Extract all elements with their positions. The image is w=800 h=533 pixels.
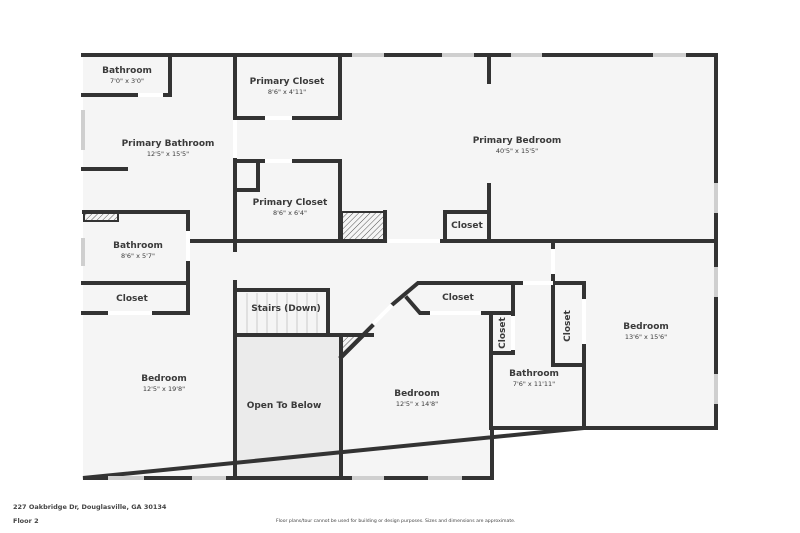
- room-label-bathroom-small: Bathroom: [102, 66, 152, 76]
- room-labels: Bathroom 7'0" x 3'0" Primary Closet 8'6"…: [102, 66, 669, 411]
- floor-label: Floor 2: [13, 517, 39, 525]
- room-dims-primary-closet-top: 8'6" x 4'11": [268, 88, 306, 96]
- room-label-stairs: Stairs (Down): [251, 304, 320, 314]
- room-dims-primary-bathroom: 12'5" x 15'5": [147, 150, 189, 158]
- walls: [81, 53, 718, 480]
- floor-fills: [83, 55, 716, 478]
- room-label-closet-center: Closet: [442, 293, 474, 303]
- property-address: 227 Oakbridge Dr, Douglasville, GA 30134: [13, 503, 167, 511]
- disclaimer: Floor plans/tour cannot be used for buil…: [276, 519, 516, 524]
- room-label-closet-vertical-b: Closet: [563, 309, 573, 341]
- room-label-closet-primary-bedroom: Closet: [451, 221, 483, 231]
- room-label-bedroom-left: Bedroom: [141, 374, 187, 384]
- room-dims-bedroom-right: 13'6" x 15'6": [625, 333, 667, 341]
- room-dims-bedroom-left: 12'5" x 19'8": [143, 385, 185, 393]
- windows: [81, 53, 718, 480]
- room-label-bedroom-center: Bedroom: [394, 389, 440, 399]
- room-dims-primary-bedroom: 40'5" x 15'5": [496, 147, 538, 155]
- room-label-primary-bathroom: Primary Bathroom: [122, 139, 215, 149]
- room-dims-bathroom-small: 7'0" x 3'0": [110, 77, 144, 85]
- room-dims-bathroom-right: 7'6" x 11'11": [513, 380, 555, 388]
- chase-left: [83, 212, 119, 222]
- room-label-bathroom-right: Bathroom: [509, 369, 559, 379]
- room-dims-primary-closet-mid: 8'6" x 6'4": [273, 209, 307, 217]
- room-label-primary-closet-mid: Primary Closet: [253, 198, 328, 208]
- room-dims-bedroom-center: 12'5" x 14'8": [396, 400, 438, 408]
- stairs: [246, 293, 318, 333]
- chase-center: [341, 211, 386, 241]
- room-label-bathroom-left: Bathroom: [113, 241, 163, 251]
- room-label-open-to-below: Open To Below: [247, 401, 322, 411]
- room-dims-bathroom-left: 8'6" x 5'7": [121, 252, 155, 260]
- room-label-primary-closet-top: Primary Closet: [250, 77, 325, 87]
- room-label-closet-left: Closet: [116, 294, 148, 304]
- room-label-closet-vertical-a: Closet: [498, 316, 508, 348]
- doors: [108, 93, 586, 350]
- room-label-bedroom-right: Bedroom: [623, 322, 669, 332]
- room-label-primary-bedroom: Primary Bedroom: [473, 136, 562, 146]
